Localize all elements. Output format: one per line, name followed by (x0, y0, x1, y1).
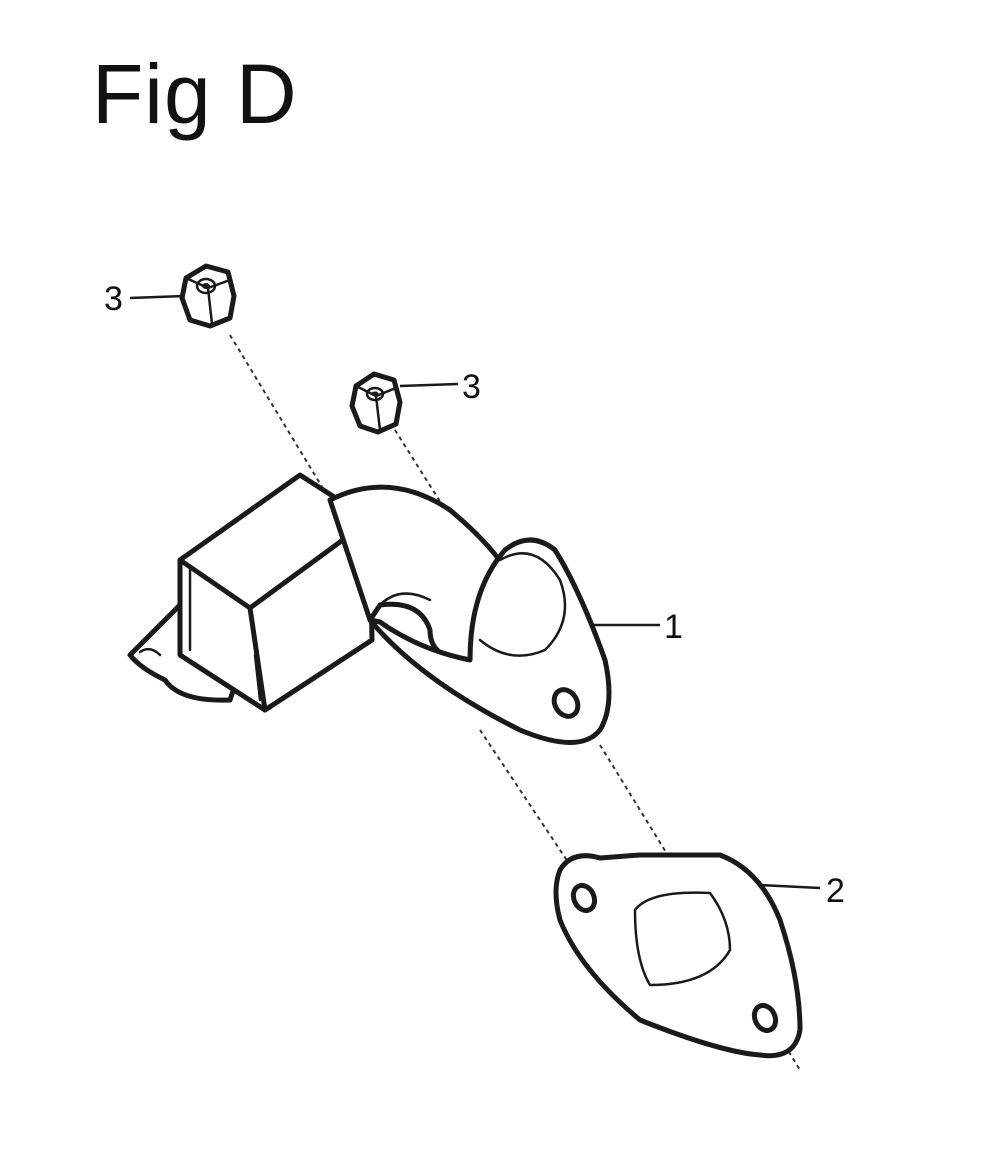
callout-nut-right: 3 (462, 368, 481, 406)
figure-title: Fig D (92, 47, 298, 141)
callout-muffler: 1 (664, 608, 683, 646)
callout-nut-left: 3 (104, 280, 123, 318)
callout-leaders (129, 294, 821, 890)
callout-gasket: 2 (826, 872, 845, 910)
hex-nut-left (179, 263, 237, 329)
muffler-assembly (127, 472, 612, 745)
hex-nut-right (349, 371, 403, 435)
gasket (553, 852, 803, 1059)
